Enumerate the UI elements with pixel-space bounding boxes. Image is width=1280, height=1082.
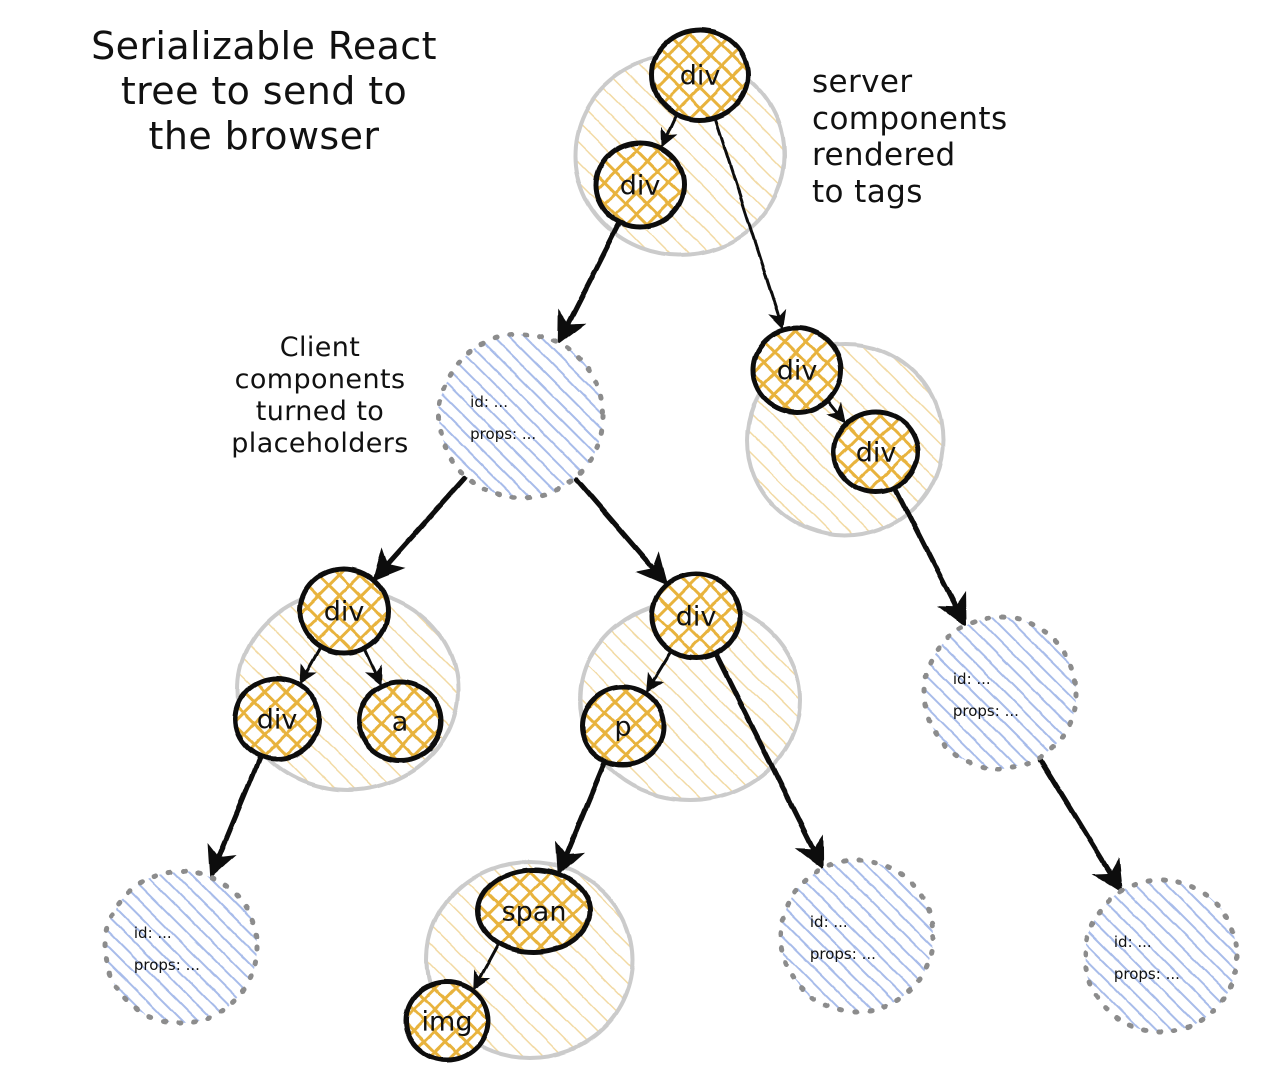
- node-shape: [356, 679, 444, 763]
- node-placeholder[interactable]: id: ... props: ...: [102, 868, 260, 1026]
- node-shape: [750, 325, 844, 415]
- edge-n3-to-n4: [826, 400, 847, 424]
- node-tag-a[interactable]: a: [356, 679, 444, 763]
- node-label: a: [392, 707, 409, 738]
- nodes-layer: div div div div div div a div p span img id: ... pro…: [102, 27, 1240, 1063]
- placeholder-id-text: id: ...: [470, 393, 508, 411]
- node-placeholder[interactable]: id: ... props: ...: [778, 857, 936, 1015]
- edge-n10-to-n11: [473, 943, 500, 991]
- node-label: div: [257, 705, 298, 736]
- node-tag-div[interactable]: div: [649, 571, 743, 661]
- node-placeholder[interactable]: id: ... props: ...: [436, 331, 606, 501]
- node-tag-p[interactable]: p: [579, 684, 667, 768]
- node-tag-div[interactable]: div: [649, 27, 751, 123]
- node-tag-div[interactable]: div: [232, 676, 322, 762]
- edge-n6-to-p3: [207, 755, 263, 879]
- node-tag-img[interactable]: img: [403, 979, 491, 1063]
- edge-n9-to-n10: [555, 760, 607, 876]
- node-shape: [579, 684, 667, 768]
- annotation-client-components: Client components turned to placeholders: [231, 332, 409, 459]
- edge-n4-to-p2: [893, 486, 967, 628]
- node-tag-div[interactable]: div: [593, 140, 687, 230]
- edge-p1-to-n8: [573, 476, 669, 586]
- placeholder-id-text: id: ...: [810, 913, 848, 931]
- placeholder-id-text: id: ...: [1114, 933, 1152, 951]
- page-title: Serializable React tree to send to the b…: [91, 24, 437, 158]
- node-label: div: [620, 171, 661, 202]
- node-shape: [297, 566, 391, 656]
- placeholder-props-text: props: ...: [953, 702, 1019, 720]
- placeholder-shape: [1082, 877, 1240, 1035]
- placeholder-props-text: props: ...: [1114, 965, 1180, 983]
- edge-p2-to-p5: [1038, 757, 1123, 893]
- edges-layer: [207, 114, 1123, 991]
- placeholder-id-text: id: ...: [953, 670, 991, 688]
- node-shape: [649, 27, 751, 123]
- node-shape: [831, 409, 921, 495]
- node-shape: [593, 140, 687, 230]
- node-label: p: [614, 712, 631, 743]
- placeholder-props-text: props: ...: [810, 945, 876, 963]
- node-shape: [232, 676, 322, 762]
- placeholder-shape: [436, 331, 606, 501]
- placeholder-shape: [778, 857, 936, 1015]
- placeholder-shape: [921, 614, 1079, 772]
- edge-n5-to-n7: [363, 648, 382, 686]
- edge-n2-to-p1: [557, 221, 622, 345]
- annotation-server-components: server components rendered to tags: [812, 64, 1008, 210]
- edge-p1-to-n5: [372, 475, 468, 582]
- placeholder-id-text: id: ...: [134, 924, 172, 942]
- node-tag-div[interactable]: div: [750, 325, 844, 415]
- node-label: div: [856, 438, 897, 469]
- node-label: div: [324, 597, 365, 628]
- node-label: div: [777, 356, 818, 387]
- edge-n5-to-n6: [299, 646, 322, 685]
- node-label: div: [676, 602, 717, 633]
- node-placeholder[interactable]: id: ... props: ...: [921, 614, 1079, 772]
- node-tag-span[interactable]: span: [475, 867, 593, 955]
- edge-n1-to-n2: [660, 114, 679, 148]
- edge-n8-to-p4: [714, 652, 824, 870]
- node-shape: [649, 571, 743, 661]
- node-label: span: [502, 897, 567, 928]
- edge-n1-to-n3: [714, 118, 787, 330]
- placeholder-shape: [102, 868, 260, 1026]
- node-tag-div[interactable]: div: [297, 566, 391, 656]
- placeholder-props-text: props: ...: [134, 956, 200, 974]
- node-label: img: [422, 1007, 473, 1038]
- node-shape: [475, 867, 593, 955]
- node-placeholder[interactable]: id: ... props: ...: [1082, 877, 1240, 1035]
- node-label: div: [680, 61, 721, 92]
- node-tag-div[interactable]: div: [831, 409, 921, 495]
- placeholder-props-text: props: ...: [470, 425, 536, 443]
- edge-n8-to-n9: [646, 651, 673, 694]
- node-shape: [403, 979, 491, 1063]
